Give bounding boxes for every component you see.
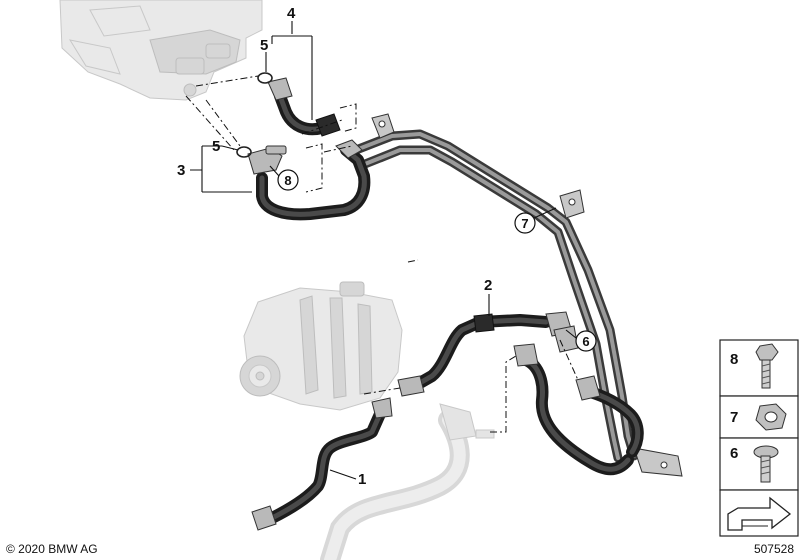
hex-nut-icon [755,403,787,431]
connection-lines [185,75,579,433]
engine-block-ghost [59,0,263,101]
coolant-pipe-7 [351,113,683,477]
callout-2: 2 [484,277,492,294]
copyright-text: © 2020 BMW AG [6,542,98,556]
o-ring-lower [236,146,252,158]
hose-3 [247,139,371,221]
svg-text:6: 6 [582,334,589,349]
legend-number-6: 6 [730,445,738,462]
legend-number-8: 8 [730,351,738,368]
callout-1: 1 [358,471,366,488]
hose-4 [267,77,341,137]
callout-4: 4 [287,5,296,22]
legend-number-7: 7 [730,409,738,426]
svg-text:7: 7 [521,216,528,231]
o-ring-upper [257,72,273,84]
callout-5-lower: 5 [212,138,220,155]
svg-text:8: 8 [284,173,291,188]
direction-arrow-icon [727,496,792,531]
diagram-number: 507528 [754,542,794,556]
alternator-ghost [239,281,403,411]
parts-legend: 8 7 6 [719,339,799,537]
callout-7: 7 [514,212,536,234]
hose-2 [397,311,573,397]
callout-6: 6 [575,330,597,352]
hose-1 [251,397,393,531]
hose-lower-right [513,325,644,476]
lower-hose-ghost [320,403,495,560]
callout-3: 3 [177,162,185,179]
bolt-icon [755,343,779,389]
callout-5-upper: 5 [260,37,268,54]
callout-8: 8 [277,169,299,191]
callout-leaders [190,21,577,480]
screw-icon [753,445,779,483]
